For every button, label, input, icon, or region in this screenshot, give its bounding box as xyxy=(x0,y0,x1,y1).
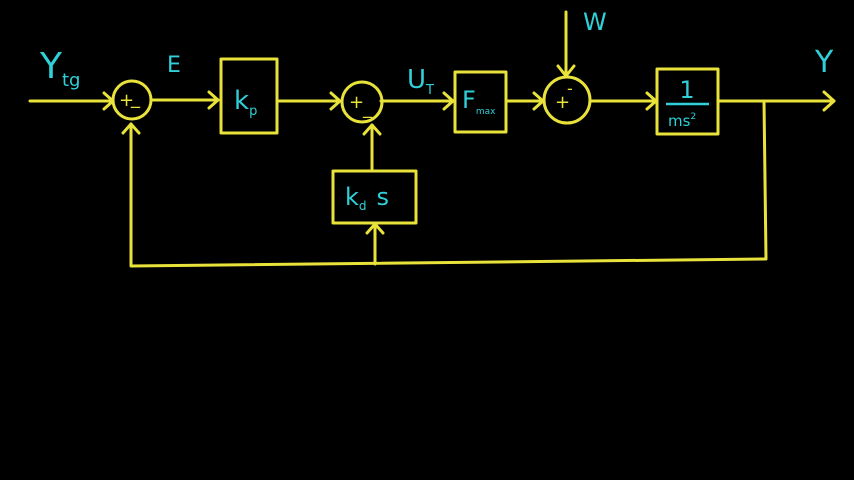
target-signal-label: Ytg xyxy=(39,46,80,91)
arrowhead xyxy=(329,91,342,111)
wire-feedback-outer xyxy=(129,99,768,268)
summing-junction-2: + _ xyxy=(340,80,384,124)
thrust-signal-label: UT xyxy=(407,65,434,98)
output-signal-label: Y xyxy=(814,45,834,80)
feedback-path xyxy=(121,99,768,268)
arrowhead xyxy=(442,91,455,111)
kp-label: kp xyxy=(234,86,257,119)
sum3-plus-sign: + xyxy=(555,92,570,113)
block-plant: 1 ms2 xyxy=(655,67,720,136)
summing-junction-3: + - xyxy=(542,75,592,125)
disturbance-signal-label: W xyxy=(583,8,607,36)
sum1-minus-sign: _ xyxy=(130,88,141,109)
fmax-label: Fmax xyxy=(462,86,496,117)
sum2-minus-sign: _ xyxy=(362,98,373,119)
arrowhead xyxy=(207,90,220,110)
summing-junction-1: + _ xyxy=(111,79,153,121)
sum3-minus-sign: - xyxy=(567,79,573,98)
plant-denominator: ms2 xyxy=(668,112,696,130)
plant-numerator: 1 xyxy=(679,76,694,104)
block-fmax: Fmax xyxy=(453,70,508,134)
error-signal-label: E xyxy=(167,53,181,78)
sum2-plus-sign: + xyxy=(349,92,364,113)
block-kp: kp xyxy=(219,57,279,135)
arrowhead xyxy=(822,90,836,112)
arrowhead xyxy=(121,122,141,135)
forward-path xyxy=(28,90,836,112)
arrowhead xyxy=(362,123,382,136)
disturbance-path xyxy=(556,10,576,78)
sum1-plus-sign: + xyxy=(119,90,134,111)
